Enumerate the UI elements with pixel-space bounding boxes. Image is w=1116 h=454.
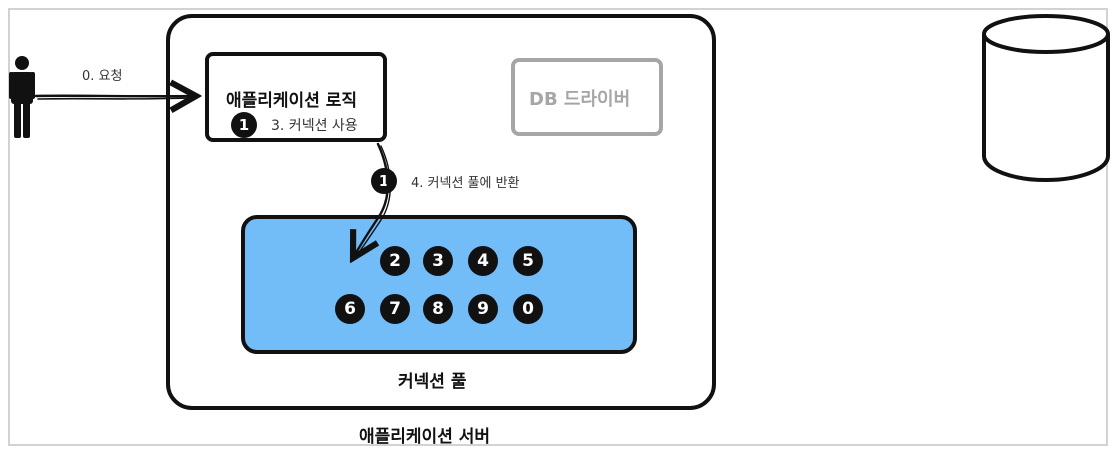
connection-7: 7: [380, 294, 410, 324]
return-arrow: [353, 142, 392, 258]
connection-2: 2: [380, 246, 410, 276]
user-icon: [9, 56, 35, 138]
connection-6: 6: [335, 294, 365, 324]
return-connection-badge: 1: [371, 168, 397, 194]
connection-4: 4: [468, 246, 498, 276]
application-server-label: 애플리케이션 서버: [359, 427, 491, 447]
connection-1-badge: 1: [231, 112, 257, 138]
database-cylinder-icon: [982, 14, 1110, 183]
diagram-frame: [8, 8, 1108, 446]
request-arrow: [34, 96, 196, 99]
use-connection-label: 3. 커넥션 사용: [271, 118, 358, 134]
connection-pool-label: 커넥션 풀: [398, 372, 467, 392]
return-to-pool-label: 4. 커넥션 풀에 반환: [411, 176, 520, 191]
connection-9: 9: [468, 294, 498, 324]
connection-0: 0: [513, 294, 543, 324]
db-driver-box: [511, 58, 663, 136]
connection-pool-box: [241, 215, 637, 354]
db-driver-label: DB 드라이버: [529, 89, 631, 110]
connection-3: 3: [423, 246, 453, 276]
connection-5: 5: [513, 246, 543, 276]
request-label: 0. 요청: [82, 69, 123, 84]
application-logic-title: 애플리케이션 로직: [226, 91, 358, 111]
connection-8: 8: [423, 294, 453, 324]
